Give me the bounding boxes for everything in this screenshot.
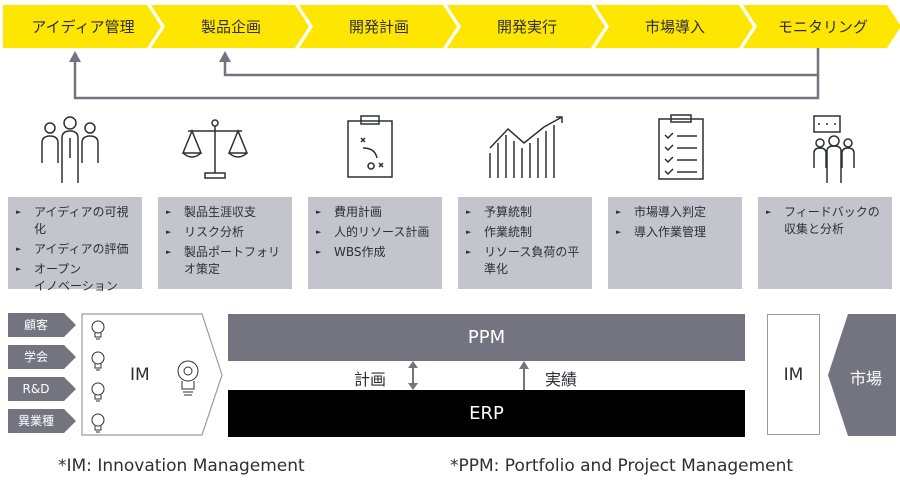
source-tag: 異業種	[8, 409, 76, 433]
phase-label: 市場導入	[644, 18, 705, 36]
function-item: ► オープン イノベーション	[16, 261, 136, 295]
bullet-icon: ►	[466, 228, 472, 236]
bullet-icon: ►	[616, 208, 622, 216]
bullet-icon: ►	[316, 248, 322, 256]
function-item: ► 予算統制	[466, 204, 586, 221]
source-tag: R&D	[8, 377, 76, 401]
scale-icon	[180, 113, 250, 188]
function-item: ► リソース負荷の平準化	[466, 244, 586, 278]
phase-label: モニタリング	[777, 18, 868, 36]
function-item: ► リスク分析	[166, 224, 286, 241]
bullet-icon: ►	[16, 245, 22, 253]
function-box: ► 製品生涯収支 ► リスク分析 ► 製品ポートフォリオ策定	[158, 197, 292, 289]
function-box: ► 費用計画 ► 人的リソース計画 ► WBS作成	[308, 197, 442, 289]
ppm-bar: PPM	[228, 314, 745, 361]
bullet-icon: ►	[766, 208, 772, 216]
im-right-box: IM	[767, 314, 820, 435]
phase-chevron: モニタリング	[743, 5, 900, 48]
function-item: ► 作業統制	[466, 224, 586, 241]
function-item-label: 人的リソース計画	[334, 225, 430, 239]
function-item: ► 人的リソース計画	[316, 224, 436, 241]
phase-chevron: 製品企画	[151, 5, 311, 48]
im-pentagon	[81, 313, 223, 436]
function-item-label: リソース負荷の平準化	[484, 245, 580, 276]
lightbulb-icon	[91, 413, 105, 433]
im-label: IM	[130, 365, 150, 385]
phase-chevron: 開発実行	[447, 5, 607, 48]
function-item: ► 市場導入判定	[616, 204, 736, 221]
bullet-icon: ►	[466, 248, 472, 256]
erp-bar: ERP	[228, 390, 745, 437]
erp-label: ERP	[469, 403, 504, 424]
function-item: ► フィードバックの収集と分析	[766, 204, 886, 238]
people-icon	[38, 113, 108, 188]
function-item-label: 製品生涯収支	[184, 205, 257, 219]
bullet-icon: ►	[166, 208, 172, 216]
lightbulb-icon	[91, 320, 105, 340]
lightbulb-icon	[91, 382, 105, 402]
phase-chevron: 市場導入	[595, 5, 755, 48]
bullet-icon: ►	[616, 228, 622, 236]
function-item-label: 費用計画	[334, 205, 383, 219]
phase-label: アイディア管理	[31, 18, 135, 36]
function-item: ► WBS作成	[316, 244, 436, 261]
function-box: ► アイディアの可視化 ► アイディアの評価 ► オープン イノベーション	[8, 197, 142, 293]
strategy-board-icon	[343, 113, 413, 188]
bullet-icon: ►	[466, 208, 472, 216]
function-item: ► 製品ポートフォリオ策定	[166, 244, 286, 278]
phase-label: 開発計画	[348, 18, 409, 36]
function-box: ► フィードバックの収集と分析	[758, 197, 892, 289]
lightbulb-icon	[91, 351, 105, 371]
function-item-label: 予算統制	[484, 205, 533, 219]
function-box: ► 予算統制 ► 作業統制 ► リソース負荷の平準化	[458, 197, 592, 289]
function-item: ► アイディアの評価	[16, 241, 136, 258]
ppm-label: PPM	[467, 327, 506, 348]
function-item-label: WBS作成	[334, 245, 386, 259]
phase-chevron: アイディア管理	[3, 5, 163, 48]
bullet-icon: ►	[16, 265, 22, 273]
bullet-icon: ►	[166, 248, 172, 256]
footnote-ppm: *PPM: Portfolio and Project Management	[450, 456, 794, 476]
function-box: ► 市場導入判定 ► 導入作業管理	[608, 197, 742, 289]
actual-label: 実績	[545, 370, 578, 389]
function-item-label: リスク分析	[184, 225, 245, 239]
source-label: R&D	[22, 382, 50, 396]
function-item: ► 導入作業管理	[616, 224, 736, 241]
feedback-arrows	[69, 48, 820, 100]
market-chevron: 市場	[828, 314, 896, 436]
source-tag: 学会	[8, 345, 76, 369]
bullet-icon: ►	[166, 228, 172, 236]
function-item-label: アイディアの可視化	[34, 205, 129, 236]
source-label: 学会	[23, 350, 48, 364]
function-item-label: 市場導入判定	[634, 205, 707, 219]
source-tag: 顧客	[8, 313, 76, 337]
phase-chevron: 開発計画	[299, 5, 459, 48]
footnote-im: *IM: Innovation Management	[58, 456, 305, 476]
plan-label: 計画	[354, 370, 387, 389]
checklist-icon	[655, 113, 725, 188]
growth-chart-icon	[488, 113, 563, 188]
phase-label: 開発実行	[496, 18, 557, 36]
source-label: 異業種	[17, 414, 54, 428]
source-label: 顧客	[23, 318, 48, 332]
function-item: ► 費用計画	[316, 204, 436, 221]
im-right-label: IM	[783, 364, 804, 385]
bullet-icon: ►	[316, 208, 322, 216]
function-item: ► 製品生涯収支	[166, 204, 286, 221]
function-item-label: 作業統制	[484, 225, 533, 239]
bullet-icon: ►	[316, 228, 322, 236]
function-item: ► アイディアの可視化	[16, 204, 136, 238]
function-item-label: オープン イノベーション	[34, 262, 118, 293]
function-item-label: フィードバックの収集と分析	[784, 205, 880, 236]
market-label: 市場	[850, 369, 883, 388]
bullet-icon: ►	[16, 208, 22, 216]
plan-actual-arrows	[408, 361, 529, 390]
function-item-label: アイディアの評価	[34, 242, 129, 256]
function-item-label: 導入作業管理	[634, 225, 707, 239]
phase-label: 製品企画	[200, 18, 261, 36]
function-item-label: 製品ポートフォリオ策定	[184, 245, 281, 276]
feedback-icon	[810, 113, 880, 188]
